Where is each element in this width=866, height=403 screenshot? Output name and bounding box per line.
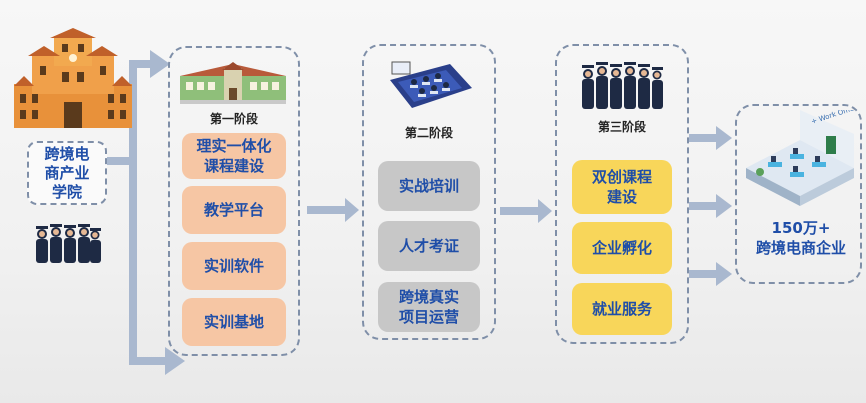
school-building-icon xyxy=(180,62,286,104)
result-container xyxy=(735,104,862,284)
graduates-group-icon xyxy=(36,224,101,263)
arrow-stage3-to-result xyxy=(689,126,732,286)
graduates-group-icon xyxy=(582,62,663,109)
stage3-item-innovation-course: 双创课程 建设 xyxy=(572,160,672,214)
university-building-icon xyxy=(14,28,132,128)
stage2-item-certification: 人才考证 xyxy=(378,221,480,271)
arrow-stage2-to-stage3 xyxy=(500,199,552,223)
source-college-label: 跨境电 商产业 学院 xyxy=(27,141,107,205)
result-count: 150万+ xyxy=(771,219,831,237)
stage3-container xyxy=(555,44,689,344)
office-sign-text: + Work Office xyxy=(810,110,859,126)
stage1-item-training-software: 实训软件 xyxy=(182,242,286,290)
office-workspace-icon: + Work Office xyxy=(746,110,859,206)
stage1-item-course-construction: 理实一体化 课程建设 xyxy=(182,133,286,179)
result-enterprises: 跨境电商企业 xyxy=(755,239,846,257)
stage2-container xyxy=(362,44,496,340)
stage3-label: 第三阶段 xyxy=(597,120,646,134)
stage2-item-real-projects: 跨境真实 项目运营 xyxy=(378,282,480,332)
stage1-item-teaching-platform: 教学平台 xyxy=(182,186,286,234)
stage3-item-incubation: 企业孵化 xyxy=(572,222,672,274)
result-label: 150万+ 跨境电商企业 xyxy=(742,218,860,258)
stage2-label: 第二阶段 xyxy=(404,126,453,140)
stage3-item-employment-service: 就业服务 xyxy=(572,283,672,335)
stage1-item-training-base: 实训基地 xyxy=(182,298,286,346)
source-fork-arrow xyxy=(107,50,185,375)
arrow-stage1-to-stage2 xyxy=(307,198,359,222)
stage2-item-practical-training: 实战培训 xyxy=(378,161,480,211)
stage1-label: 第一阶段 xyxy=(209,112,258,126)
stage1-container xyxy=(168,46,300,356)
classroom-training-icon xyxy=(390,61,472,108)
